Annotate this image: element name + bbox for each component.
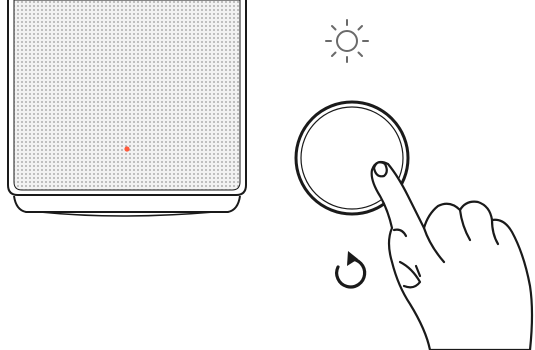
speaker-base-ring [39, 211, 215, 217]
pointing-hand [370, 160, 534, 350]
speaker-base [13, 195, 241, 213]
speaker-body-outline [7, 0, 247, 196]
speaker-device [7, 0, 247, 217]
sun-icon [325, 19, 369, 63]
rotate-arrow-icon [335, 251, 367, 289]
speaker-mesh-panel [13, 0, 241, 191]
indicator-light [124, 146, 130, 152]
